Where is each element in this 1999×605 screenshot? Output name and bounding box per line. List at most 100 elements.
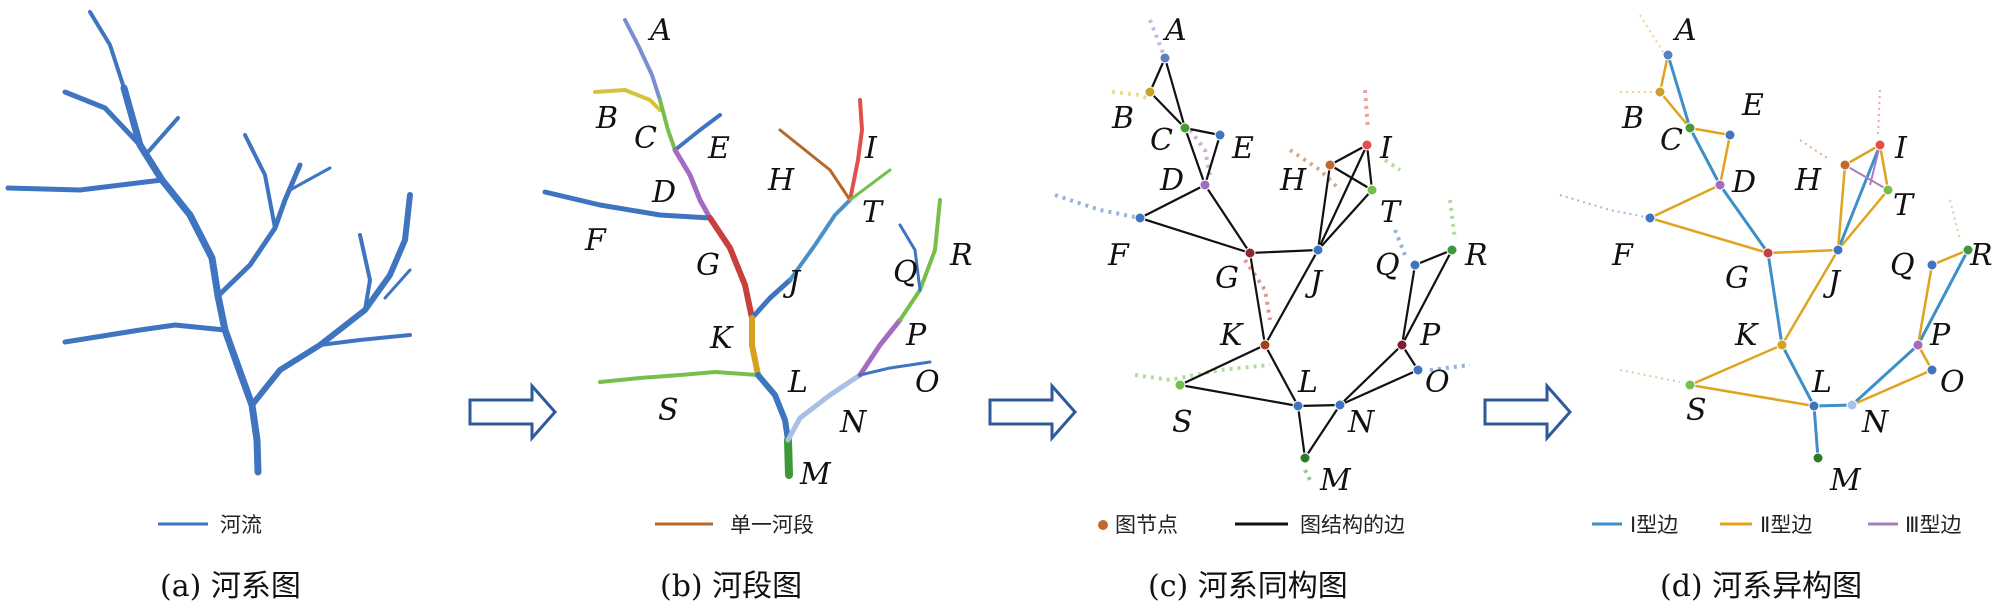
segment-Q <box>898 223 922 292</box>
legend-river-label: 河流 <box>220 513 262 537</box>
panel-c-background-river <box>1054 19 1471 481</box>
segment-M <box>784 436 793 479</box>
node-label-G: G <box>1215 261 1239 296</box>
node-label-H: H <box>1794 163 1822 198</box>
segment-I <box>848 98 864 202</box>
hollow-right-arrow-icon <box>988 382 1078 442</box>
legend-type2-label: Ⅱ型边 <box>1760 513 1812 537</box>
node-label-N: N <box>839 405 868 440</box>
hollow-right-arrow-icon <box>1483 382 1573 442</box>
node-label-S: S <box>658 393 679 428</box>
node-label-T: T <box>1380 195 1402 230</box>
node-label-Q: Q <box>1375 248 1400 283</box>
segment-N <box>785 372 863 443</box>
node-label-R: R <box>1969 238 1993 273</box>
legend-node-dot <box>1098 520 1108 530</box>
node-label-S: S <box>1172 405 1193 440</box>
segment-J-lower <box>749 277 793 321</box>
segment-O <box>858 360 932 377</box>
caption-d: (d) 河系异构图 <box>1660 569 1862 604</box>
node-label-P: P <box>905 318 927 353</box>
legend-type1-label: Ⅰ型边 <box>1630 513 1678 537</box>
node-label-A: A <box>1672 13 1697 48</box>
node-label-B: B <box>1111 101 1134 136</box>
node-label-P: P <box>1929 318 1951 353</box>
segment-S <box>598 370 760 384</box>
node-label-R: R <box>949 238 973 273</box>
node-label-I: I <box>1894 131 1908 166</box>
panel-b-labels: A B C D E F G H I J K L M N O P Q R S T <box>584 13 973 492</box>
legend-c: 图节点 图结构的边 <box>1098 513 1405 537</box>
node-label-T: T <box>1893 188 1915 223</box>
node-label-O: O <box>1425 365 1450 400</box>
node-label-O: O <box>915 365 940 400</box>
node-label-Q: Q <box>1890 248 1915 283</box>
caption-c: (c) 河系同构图 <box>1148 569 1348 604</box>
node-label-D: D <box>1159 163 1184 198</box>
panel-d-edges-type3 <box>1844 144 1889 191</box>
segment-B <box>593 88 662 112</box>
segment-J <box>788 198 852 282</box>
panel-d-graph-nodes <box>1644 49 1974 464</box>
segment-R <box>898 198 942 322</box>
segment-P <box>857 317 903 378</box>
segment-E <box>673 113 722 152</box>
node-label-F: F <box>1611 238 1634 273</box>
node-label-N: N <box>1861 405 1890 440</box>
segment-L <box>755 372 791 443</box>
segment-K <box>749 315 761 378</box>
panel-a-river-network <box>5 10 413 476</box>
node-label-F: F <box>584 223 607 258</box>
legend-type3-label: Ⅲ型边 <box>1905 513 1961 537</box>
panel-d-background-river <box>1559 14 1961 383</box>
node-label-F: F <box>1107 238 1130 273</box>
panel-d-labels: A B C D E F G H I J K L M N O P Q R S T <box>1611 13 1993 498</box>
hollow-right-arrow-icon <box>468 382 558 442</box>
node-label-B: B <box>595 101 618 136</box>
node-label-D: D <box>1731 165 1756 200</box>
node-label-L: L <box>1297 365 1318 400</box>
segment-T <box>848 168 892 202</box>
node-label-C: C <box>634 121 657 156</box>
node-label-K: K <box>1734 318 1759 353</box>
node-label-A: A <box>647 13 672 48</box>
segment-H <box>778 128 852 202</box>
node-label-H: H <box>767 163 795 198</box>
panel-d-edges-type2 <box>1649 54 1969 408</box>
node-label-I: I <box>864 131 878 166</box>
legend-node-label: 图节点 <box>1115 513 1178 537</box>
legend-a: 河流 <box>158 513 262 537</box>
node-label-G: G <box>696 248 720 283</box>
node-label-P: P <box>1419 318 1441 353</box>
node-label-M: M <box>799 457 832 492</box>
node-label-L: L <box>1811 365 1832 400</box>
node-label-I: I <box>1379 131 1393 166</box>
panel-b-river-segments <box>542 18 942 479</box>
segment-G <box>707 215 755 321</box>
node-label-M: M <box>1319 463 1352 498</box>
node-label-B: B <box>1621 101 1644 136</box>
segment-C <box>658 98 677 152</box>
panel-c-graph-edges <box>1139 57 1453 459</box>
node-label-N: N <box>1347 405 1376 440</box>
caption-b: (b) 河段图 <box>660 569 802 604</box>
node-label-G: G <box>1725 261 1749 296</box>
node-label-L: L <box>787 365 808 400</box>
caption-a: (a) 河系图 <box>160 569 301 604</box>
legend-d: Ⅰ型边 Ⅱ型边 Ⅲ型边 <box>1592 513 1961 537</box>
legend-b: 单一河段 <box>655 513 814 537</box>
node-label-H: H <box>1279 163 1307 198</box>
node-label-E: E <box>1741 88 1764 123</box>
node-label-M: M <box>1829 463 1862 498</box>
node-label-O: O <box>1940 365 1965 400</box>
panel-c-graph-nodes <box>1134 52 1458 464</box>
node-label-Q: Q <box>893 255 918 290</box>
segment-A <box>623 18 662 102</box>
node-label-C: C <box>1150 123 1173 158</box>
node-label-A: A <box>1162 13 1187 48</box>
segment-F <box>542 189 713 221</box>
node-label-S: S <box>1686 393 1707 428</box>
node-label-E: E <box>707 131 730 166</box>
node-label-C: C <box>1660 123 1683 158</box>
legend-edge-label: 图结构的边 <box>1300 513 1405 537</box>
